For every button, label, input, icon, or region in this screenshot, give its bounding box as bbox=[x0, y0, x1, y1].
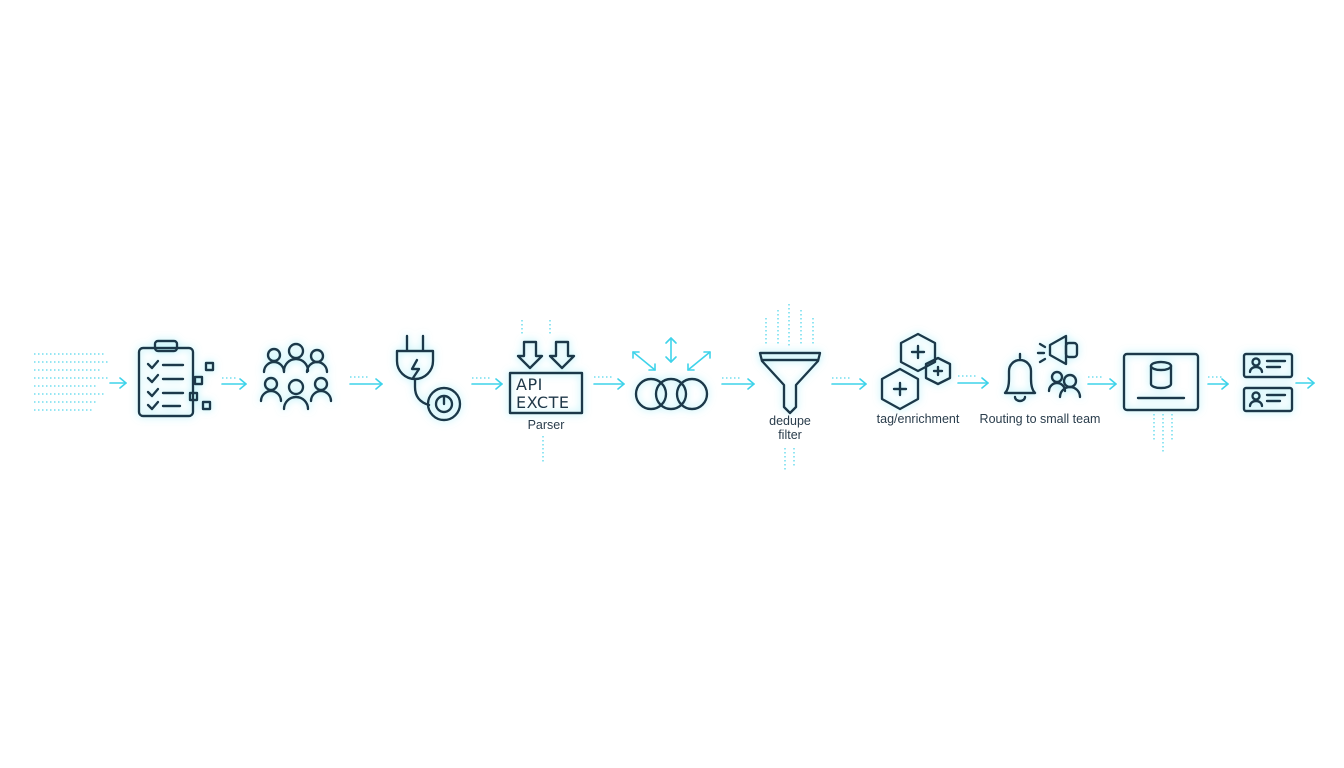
clipboard-checklist-icon bbox=[137, 339, 215, 418]
profile-cards-icon bbox=[1242, 352, 1294, 413]
flow-arrow-4 bbox=[471, 377, 503, 390]
api-box-icon bbox=[508, 320, 584, 462]
flow-arrow-5 bbox=[593, 376, 625, 390]
api-box-line-2: EXCTE bbox=[516, 393, 570, 412]
dedupe-label: dedupe bbox=[769, 414, 811, 428]
funnel-icon bbox=[758, 304, 822, 472]
flow-arrow-1 bbox=[109, 377, 127, 389]
flow-arrow-10 bbox=[1207, 376, 1229, 390]
flow-arrow-11 bbox=[1295, 377, 1315, 389]
flow-arrow-6 bbox=[721, 377, 755, 390]
people-group-icon bbox=[259, 342, 333, 411]
flow-arrow-7 bbox=[831, 377, 867, 390]
routing-label: Routing to small team bbox=[979, 412, 1101, 426]
hexagon-plus-icon bbox=[880, 332, 952, 411]
flow-arrow-9 bbox=[1087, 376, 1117, 390]
enrichment-label: tag/enrichment bbox=[876, 412, 960, 426]
text-lines-icon bbox=[34, 353, 110, 411]
bell-megaphone-icon bbox=[1003, 334, 1082, 403]
flow-arrow-8 bbox=[957, 375, 989, 389]
merge-circles-icon bbox=[632, 337, 711, 411]
database-monitor-icon bbox=[1122, 352, 1200, 454]
api-box-line-1: API bbox=[516, 375, 543, 394]
plug-power-icon bbox=[395, 334, 462, 422]
filter-label: filter bbox=[778, 428, 802, 442]
flow-arrow-3 bbox=[349, 376, 383, 390]
flow-arrow-2 bbox=[221, 377, 247, 390]
parser-label: Parser bbox=[527, 418, 565, 432]
